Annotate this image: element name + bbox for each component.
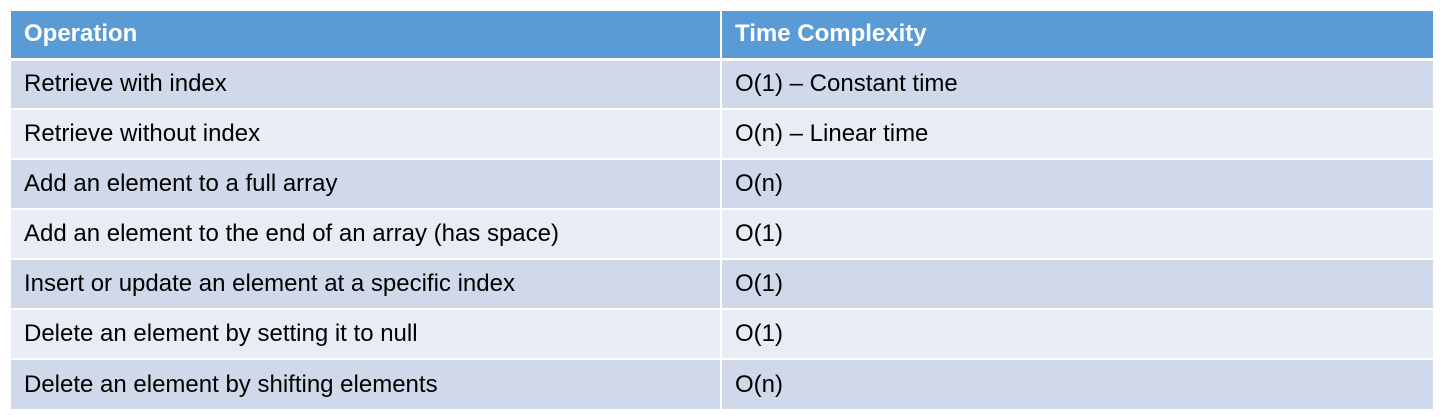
- header-time-complexity: Time Complexity: [720, 11, 1433, 61]
- table-row: Delete an element by setting it to null …: [11, 308, 1433, 359]
- operation-cell: Retrieve with index: [11, 58, 721, 109]
- complexity-table-container: Operation Time Complexity Retrieve with …: [11, 11, 1433, 409]
- complexity-cell: O(1): [720, 308, 1433, 359]
- operation-cell: Retrieve without index: [11, 108, 721, 159]
- table-row: Retrieve without index O(n) – Linear tim…: [11, 108, 1433, 159]
- table-header-row: Operation Time Complexity: [11, 11, 1433, 61]
- operation-cell: Insert or update an element at a specifi…: [11, 258, 721, 309]
- complexity-cell: O(1): [720, 258, 1433, 309]
- complexity-cell: O(n) – Linear time: [720, 108, 1433, 159]
- table-row: Add an element to a full array O(n): [11, 158, 1433, 209]
- complexity-cell: O(n): [720, 358, 1433, 409]
- header-operation: Operation: [11, 11, 721, 61]
- table-row: Add an element to the end of an array (h…: [11, 208, 1433, 259]
- complexity-cell: O(n): [720, 158, 1433, 209]
- table-row: Retrieve with index O(1) – Constant time: [11, 58, 1433, 109]
- table-row: Delete an element by shifting elements O…: [11, 358, 1433, 409]
- operation-cell: Add an element to a full array: [11, 158, 721, 209]
- complexity-table: Operation Time Complexity Retrieve with …: [11, 11, 1433, 409]
- operation-cell: Delete an element by setting it to null: [11, 308, 721, 359]
- complexity-cell: O(1): [720, 208, 1433, 259]
- table-row: Insert or update an element at a specifi…: [11, 258, 1433, 309]
- operation-cell: Delete an element by shifting elements: [11, 358, 721, 409]
- operation-cell: Add an element to the end of an array (h…: [11, 208, 721, 259]
- complexity-cell: O(1) – Constant time: [720, 58, 1433, 109]
